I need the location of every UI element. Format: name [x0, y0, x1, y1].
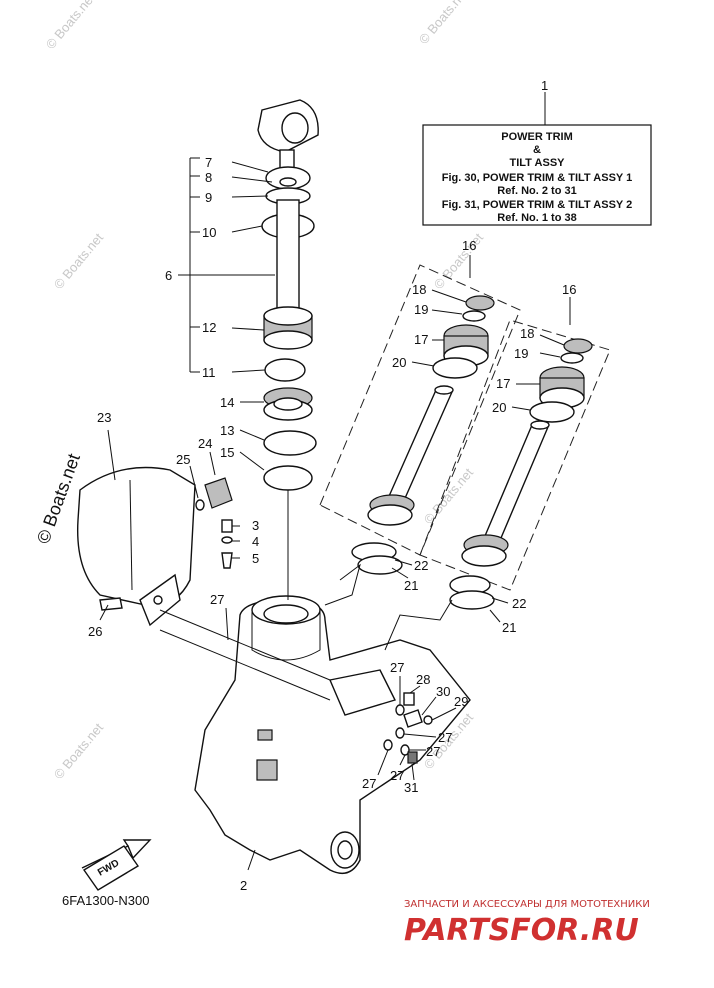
fwd-arrow: FWD — [81, 839, 152, 891]
part-label: 17 — [496, 376, 510, 391]
info-box-line: Fig. 31, POWER TRIM & TILT ASSY 2 — [442, 199, 632, 211]
part-label: 19 — [514, 346, 528, 361]
part-label: 22 — [512, 596, 526, 611]
info-box: POWER TRIM & TILT ASSY Fig. 30, POWER TR… — [422, 92, 652, 226]
trim-cylinder-2 — [449, 338, 593, 610]
part-label: 27 — [438, 730, 452, 745]
part-labels: 1 7 8 9 10 6 12 11 14 13 15 16 18 19 17 … — [88, 78, 576, 893]
part-label: 8 — [205, 170, 212, 185]
part-label: 24 — [198, 436, 212, 451]
part-label: 16 — [462, 238, 476, 253]
part-label: 31 — [404, 780, 418, 795]
part-label: 1 — [541, 78, 548, 93]
part-label: 19 — [414, 302, 428, 317]
info-box-line: POWER TRIM — [501, 131, 573, 143]
part-label: 20 — [392, 355, 406, 370]
part-label: 18 — [412, 282, 426, 297]
part-label: 7 — [205, 155, 212, 170]
part-label: 27 — [390, 768, 404, 783]
brand-logo: PARTSFOR.RU — [404, 913, 639, 948]
watermark: © Boats.net — [51, 230, 107, 292]
part-label: 20 — [492, 400, 506, 415]
watermark: © Boats.net — [51, 720, 107, 782]
info-box-line: & — [533, 144, 541, 156]
part-label: 27 — [426, 744, 440, 759]
tilt-rod-assembly — [257, 99, 319, 491]
part-label: 30 — [436, 684, 450, 699]
info-box-line: TILT ASSY — [510, 157, 566, 169]
part-label: 26 — [88, 624, 102, 639]
part-label: 16 — [562, 282, 576, 297]
info-box-line: Ref. No. 2 to 31 — [497, 185, 576, 197]
reservoir-23 — [76, 466, 233, 627]
promo-line: ЗАПЧАСТИ И АКСЕССУАРЫ ДЛЯ МОТОТЕХНИКИ — [404, 899, 650, 910]
watermark: © Boats.net — [421, 465, 477, 527]
part-label: 6 — [165, 268, 172, 283]
part-label: 10 — [202, 225, 216, 240]
part-label: 4 — [252, 534, 259, 549]
part-label: 21 — [404, 578, 418, 593]
part-label: 2 — [240, 878, 247, 893]
main-body — [159, 595, 471, 874]
watermark: © Boats.net — [43, 0, 99, 52]
part-label: 15 — [220, 445, 234, 460]
part-label: 12 — [202, 320, 216, 335]
part-label: 22 — [414, 558, 428, 573]
info-box-line: Ref. No. 1 to 38 — [497, 212, 576, 224]
part-label: 27 — [362, 776, 376, 791]
part-label: 25 — [176, 452, 190, 467]
info-box-line: Fig. 30, POWER TRIM & TILT ASSY 1 — [442, 172, 632, 184]
diagram-code: 6FA1300-N300 — [62, 893, 149, 908]
watermark-large: © Boats.net — [33, 451, 84, 546]
part-label: 18 — [520, 326, 534, 341]
bracket-6 — [178, 157, 275, 373]
part-label: 11 — [202, 365, 216, 380]
valve-parts — [383, 692, 433, 764]
part-label: 9 — [205, 190, 212, 205]
part-label: 27 — [390, 660, 404, 675]
leader-lines — [99, 161, 571, 871]
part-label: 17 — [414, 332, 428, 347]
small-parts — [99, 519, 233, 611]
part-label: 29 — [454, 694, 468, 709]
part-label: 28 — [416, 672, 430, 687]
part-label: 14 — [220, 395, 234, 410]
watermark: © Boats.net — [416, 0, 472, 47]
part-label: 21 — [502, 620, 516, 635]
part-label: 27 — [210, 592, 224, 607]
part-label: 3 — [252, 518, 259, 533]
part-label: 5 — [252, 551, 259, 566]
part-label: 23 — [97, 410, 111, 425]
trim-cylinder-1 — [351, 295, 495, 575]
part-label: 13 — [220, 423, 234, 438]
